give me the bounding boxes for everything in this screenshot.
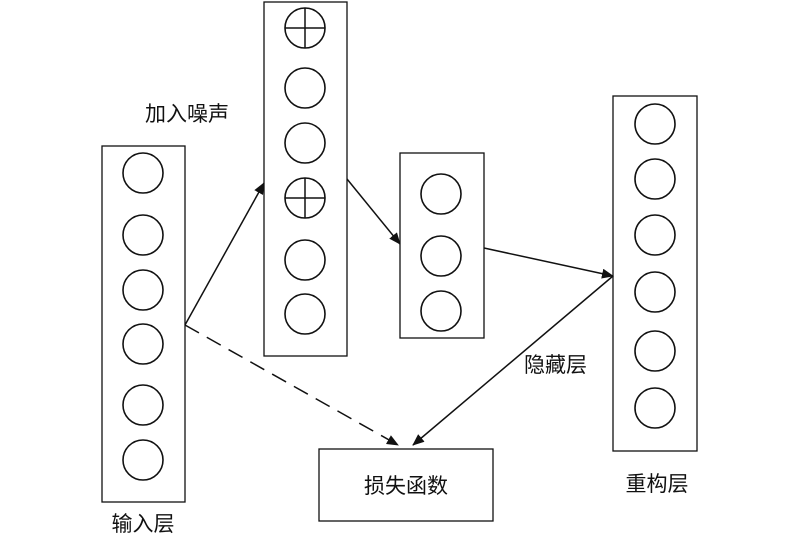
input-node xyxy=(122,439,164,481)
reconstruction-node xyxy=(634,387,676,429)
noisy-node xyxy=(284,67,326,109)
dashed-arrow-input-to-loss xyxy=(184,324,399,446)
input-node xyxy=(122,323,164,365)
input-layer-label: 输入层 xyxy=(112,512,175,536)
noise-node xyxy=(284,7,326,49)
arrow-hidden-to-reconstruction xyxy=(483,247,614,279)
hidden-layer xyxy=(399,152,485,339)
noise-node xyxy=(284,177,326,219)
noisy-layer-nodes xyxy=(284,7,326,335)
reconstruction-node xyxy=(634,330,676,372)
hidden-layer-nodes xyxy=(420,173,462,332)
hidden-node xyxy=(420,235,462,277)
loss-function-box xyxy=(318,448,494,522)
hidden-layer-label: 隐藏层 xyxy=(524,353,587,377)
loss-function: 损失函数 xyxy=(318,448,494,522)
hidden-node xyxy=(420,290,462,332)
arrow-noisy-to-hidden xyxy=(346,178,401,245)
reconstruction-node xyxy=(634,214,676,256)
input-node xyxy=(122,384,164,426)
hidden-node xyxy=(420,173,462,215)
reconstruction-node xyxy=(634,271,676,313)
input-layer xyxy=(101,145,186,503)
input-layer-nodes xyxy=(122,152,164,481)
connections xyxy=(184,178,614,446)
loss-function-label: 损失函数 xyxy=(364,474,448,498)
input-node xyxy=(122,152,164,194)
input-node xyxy=(122,269,164,311)
noisy-node xyxy=(284,122,326,164)
reconstruction-layer-nodes xyxy=(634,103,676,429)
reconstruction-layer xyxy=(612,95,698,452)
arrow-input-to-noisy xyxy=(184,182,265,326)
reconstruction-node xyxy=(634,103,676,145)
reconstruction-layer-label: 重构层 xyxy=(626,472,689,496)
add-noise-label: 加入噪声 xyxy=(145,102,229,126)
input-node xyxy=(122,214,164,256)
noisy-node xyxy=(284,293,326,335)
noisy-layer xyxy=(263,1,348,357)
reconstruction-node xyxy=(634,158,676,200)
noisy-node xyxy=(284,239,326,281)
arrow-reconstruction-to-loss xyxy=(412,275,614,446)
